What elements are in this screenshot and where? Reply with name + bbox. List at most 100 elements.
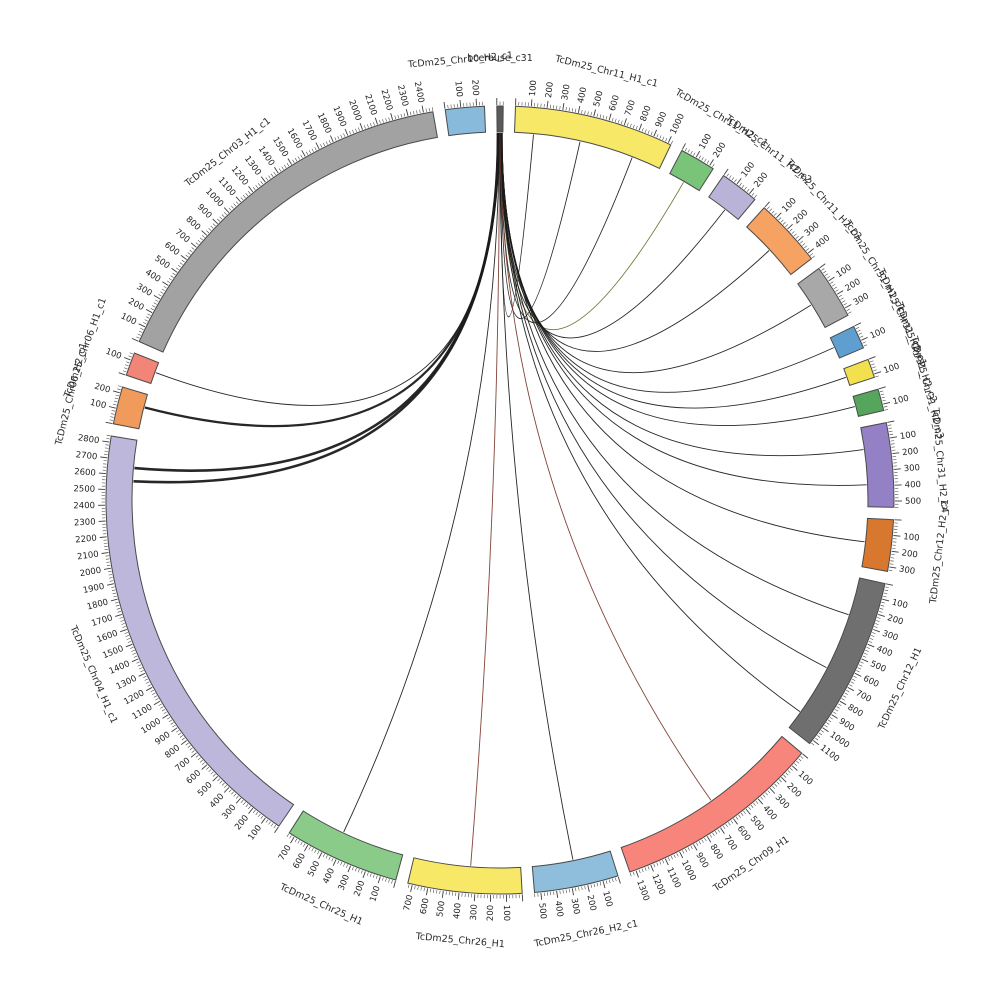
tick-mark xyxy=(300,841,303,846)
tick-value-label: 500 xyxy=(905,497,921,507)
tick-mark xyxy=(217,218,221,222)
tick-mark xyxy=(667,136,672,143)
tick-mark xyxy=(720,827,725,834)
tick-mark xyxy=(885,583,893,586)
tick-mark xyxy=(650,864,654,872)
tick-mark xyxy=(297,156,300,160)
tick-mark xyxy=(170,722,174,725)
tick-mark xyxy=(224,212,227,216)
tick-mark xyxy=(138,667,143,670)
tick-value-label: 1400 xyxy=(256,144,276,168)
tick-mark xyxy=(104,447,109,449)
tick-mark xyxy=(858,332,862,335)
tick-mark xyxy=(883,595,887,598)
tick-mark xyxy=(760,796,764,800)
tick-mark xyxy=(822,727,829,733)
tick-mark xyxy=(191,247,195,250)
tick-mark xyxy=(880,393,885,396)
tick-mark xyxy=(161,708,166,712)
tick-mark xyxy=(252,187,256,191)
tick-mark xyxy=(862,655,867,658)
tick-value-label: 1800 xyxy=(86,597,109,612)
tick-mark xyxy=(823,270,827,274)
tick-mark xyxy=(749,188,755,194)
tick-mark xyxy=(457,892,460,900)
tick-mark xyxy=(167,716,171,720)
segment-name-label: TcDm25_Chr26_H1 xyxy=(414,931,505,950)
tick-value-label: 1600 xyxy=(96,629,120,646)
tick-mark xyxy=(235,797,242,804)
tick-mark xyxy=(891,550,899,553)
tick-mark xyxy=(318,852,323,860)
tick-mark xyxy=(304,844,309,852)
tick-value-label: 2400 xyxy=(412,81,426,104)
tick-value-label: 400 xyxy=(552,900,564,917)
tick-mark xyxy=(360,870,363,874)
tick-value-label: 1300 xyxy=(115,674,139,692)
tick-mark xyxy=(340,861,343,866)
tick-mark xyxy=(273,825,277,829)
tick-mark xyxy=(245,193,249,197)
tick-mark xyxy=(776,212,782,219)
tick-mark xyxy=(210,771,214,775)
tick-mark xyxy=(260,176,266,183)
tick-mark xyxy=(884,589,889,591)
tick-mark xyxy=(185,742,189,746)
tick-mark xyxy=(627,122,629,127)
tick-mark xyxy=(243,801,246,805)
tick-value-label: 100 xyxy=(89,398,107,411)
tick-mark xyxy=(349,130,351,135)
tick-mark xyxy=(301,150,306,157)
tick-value-label: 2800 xyxy=(77,433,100,446)
tick-value-label: 600 xyxy=(185,768,204,786)
tick-mark xyxy=(565,107,567,111)
segment-arc-TcDm25_Chr06_H2_c1 xyxy=(112,386,149,430)
link-curve xyxy=(499,132,801,712)
tick-mark xyxy=(172,272,176,276)
tick-mark xyxy=(559,890,561,894)
tick-mark xyxy=(268,821,271,825)
tick-mark xyxy=(858,664,863,667)
tick-mark xyxy=(181,259,185,263)
tick-mark xyxy=(208,769,212,773)
tick-mark xyxy=(883,406,888,408)
tick-mark xyxy=(888,569,893,571)
tick-mark xyxy=(248,807,254,814)
tick-value-label: 700 xyxy=(721,834,738,853)
tick-mark xyxy=(826,276,830,279)
tick-mark xyxy=(872,632,876,634)
tick-mark xyxy=(155,698,159,701)
tick-mark xyxy=(325,141,328,145)
tick-mark xyxy=(556,105,558,110)
tick-value-label: 1900 xyxy=(82,582,105,596)
tick-value-label: 2600 xyxy=(74,467,96,478)
tick-mark xyxy=(124,632,128,634)
tick-mark xyxy=(735,816,739,820)
tick-mark xyxy=(659,861,662,865)
tick-value-label: 600 xyxy=(419,897,432,915)
tick-value-label: 200 xyxy=(486,905,496,921)
tick-value-label: 700 xyxy=(173,227,192,245)
tick-mark xyxy=(838,294,842,298)
tick-mark xyxy=(870,360,874,363)
tick-mark xyxy=(217,778,221,782)
tick-mark xyxy=(289,835,292,839)
tick-value-label: 2000 xyxy=(346,99,363,123)
tick-mark xyxy=(171,267,178,273)
tick-value-label: 100 xyxy=(835,263,854,280)
tick-mark xyxy=(373,122,375,126)
tick-mark xyxy=(590,884,592,888)
tick-mark xyxy=(540,892,543,900)
tick-mark xyxy=(391,880,393,884)
tick-value-label: 500 xyxy=(748,814,766,833)
segment-arc-TcDm25_Chr06_H1_c1 xyxy=(125,352,160,385)
tick-mark xyxy=(575,108,577,113)
tick-mark xyxy=(441,890,444,898)
tick-mark xyxy=(110,416,114,418)
tick-value-label: 500 xyxy=(306,859,322,878)
tick-mark xyxy=(153,295,161,300)
tick-mark xyxy=(137,333,142,336)
tick-mark xyxy=(804,245,808,249)
tick-mark xyxy=(110,598,118,602)
tick-mark xyxy=(568,107,570,112)
